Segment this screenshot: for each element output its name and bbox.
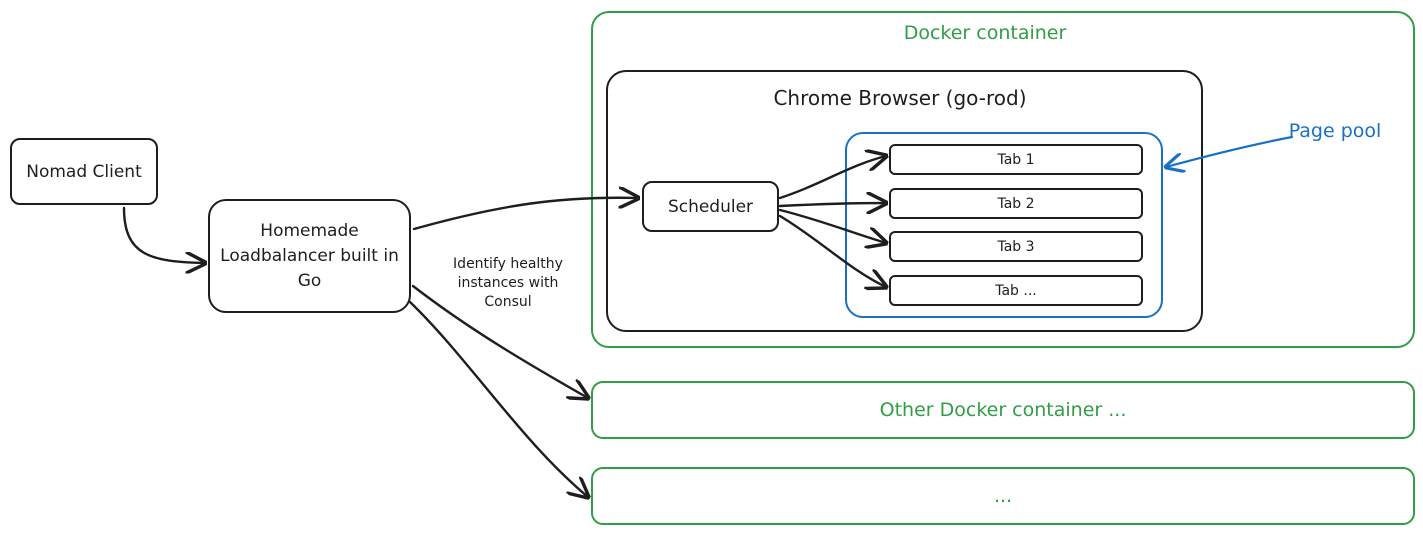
health-check-label: Identify healthy instances with Consul [453,256,563,310]
nomad-client-node: Nomad Client [10,138,158,205]
ellipsis-container: ... [591,467,1415,525]
tab-item: Tab ... [889,275,1143,306]
arrow-lb-to-ellipsis [408,300,588,497]
tab-item: Tab 1 [889,144,1143,175]
page-pool-label: Page pool [1288,120,1382,142]
chrome-browser-label: Chrome Browser (go-rod) [773,86,1027,110]
arrow-nomad-to-lb [122,206,205,263]
docker-container [591,11,1415,348]
docker-container-label: Docker container [903,22,1067,44]
tab-item: Tab 3 [889,231,1143,262]
tab-item: Tab 2 [889,188,1143,219]
scheduler-node: Scheduler [642,181,779,232]
loadbalancer-node: Homemade Loadbalancer built in Go [208,199,411,313]
other-docker-container: Other Docker container ... [591,381,1415,439]
